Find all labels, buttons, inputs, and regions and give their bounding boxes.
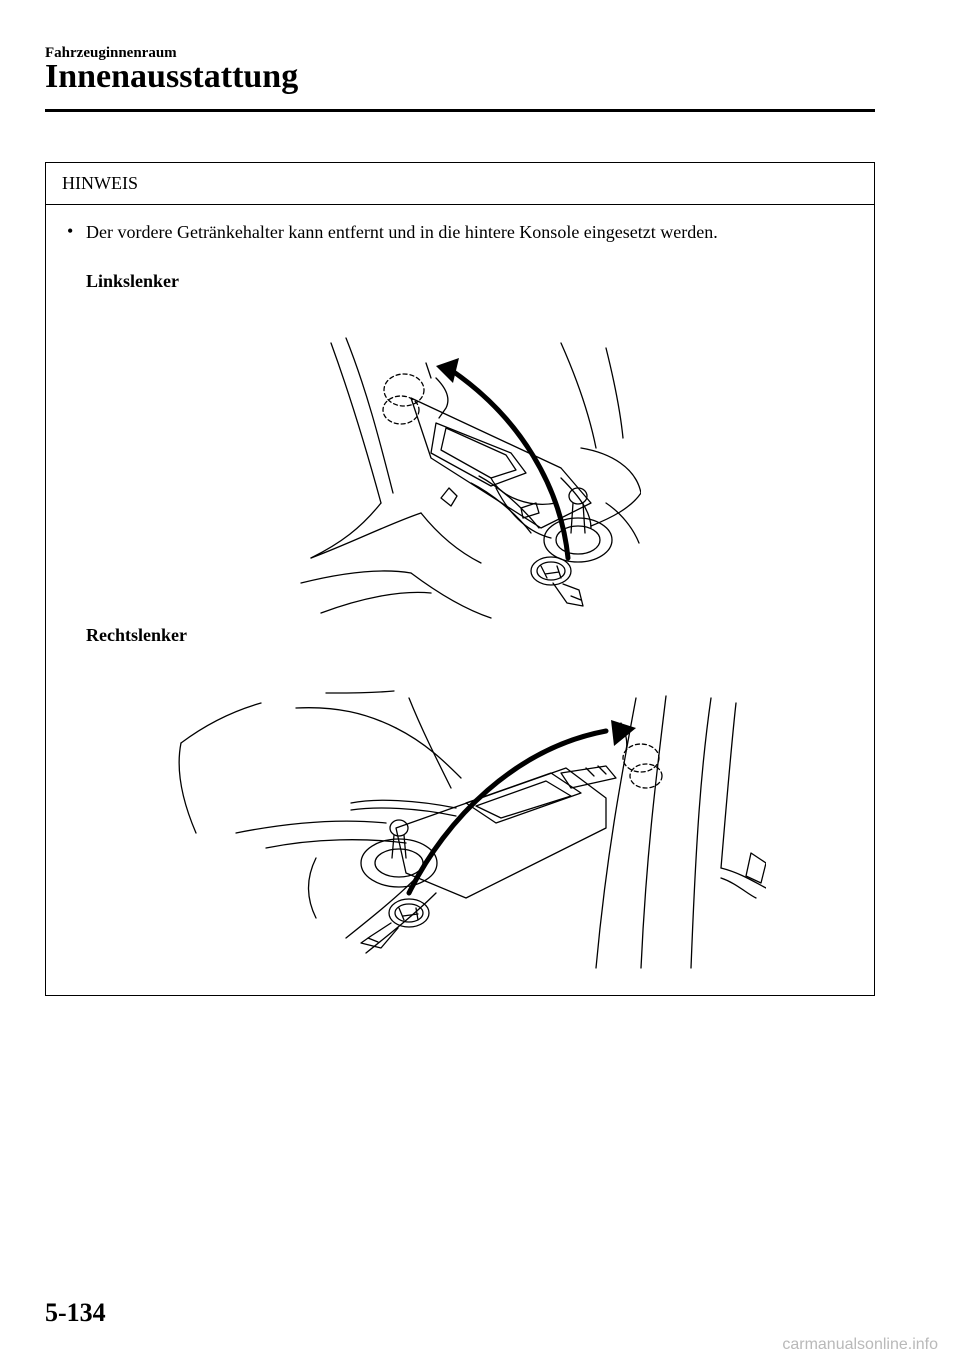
watermark-text: carmanualsonline.info (782, 1336, 938, 1353)
rhd-console-illustration (166, 688, 766, 983)
note-title: HINWEIS (62, 173, 138, 193)
section-label: Fahrzeuginnenraum (45, 45, 177, 61)
bullet-icon: • (67, 221, 74, 241)
page-number: 5-134 (45, 1298, 106, 1327)
caption-right-hand-drive: Rechtslenker (86, 625, 187, 645)
caption-left-hand-drive: Linkslenker (86, 271, 180, 291)
note-header: HINWEIS (46, 163, 874, 205)
note-bullet-text: Der vordere Getränkehalter kann entfernt… (86, 222, 718, 242)
title-divider (45, 109, 875, 112)
note-box: HINWEIS • Der vordere Getränkehalter kan… (45, 162, 875, 996)
lhd-console-illustration (261, 328, 641, 623)
page-title: Innenausstattung (45, 58, 299, 95)
